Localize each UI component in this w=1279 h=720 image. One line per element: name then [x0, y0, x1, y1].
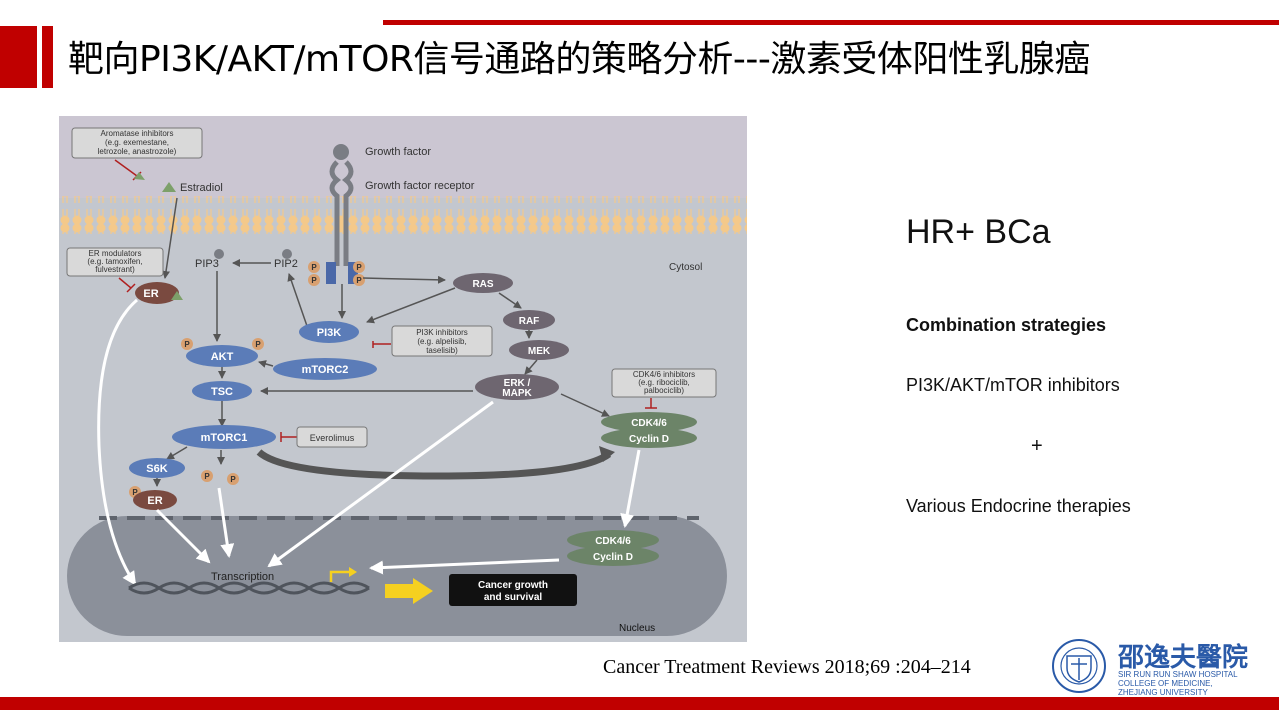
strategy-line-1: PI3K/AKT/mTOR inhibitors	[906, 375, 1120, 395]
tsc-node	[192, 381, 252, 401]
hospital-name-chinese: 邵逸夫醫院	[1118, 643, 1249, 673]
receptor-kinase-left	[326, 262, 336, 284]
everolimus-box	[296, 426, 368, 448]
aromatase-inhibitors-box	[71, 127, 203, 159]
transcription-label: Transcription	[211, 571, 274, 583]
svg-text:CDK4/6 inhibitors: CDK4/6 inhibitors	[633, 370, 695, 379]
svg-text:(e.g. exemestane,: (e.g. exemestane,	[105, 138, 169, 147]
mtorc1-node	[172, 425, 276, 449]
er-nuclear-node	[133, 490, 177, 510]
pi3k-node	[299, 321, 359, 343]
svg-text:Everolimus: Everolimus	[310, 433, 355, 443]
erk-mapk-node	[475, 374, 559, 400]
cdk46-cytosol-node	[601, 412, 697, 432]
pi3k-inhibitors-box	[391, 325, 493, 357]
svg-text:P: P	[204, 472, 210, 481]
citation-text: Cancer Treatment Reviews 2018;69 :204–21…	[603, 656, 971, 678]
hr-bca-heading: HR+ BCa	[906, 213, 1051, 251]
svg-text:mTORC1: mTORC1	[201, 432, 248, 444]
svg-text:RAF: RAF	[519, 316, 540, 327]
cell-membrane	[59, 196, 747, 234]
svg-text:Cancer growth: Cancer growth	[478, 580, 548, 591]
dna-strand-2	[128, 581, 370, 595]
cytosol-label: Cytosol	[669, 262, 702, 273]
cdk46-nuclear-node	[567, 530, 659, 550]
pi3k-pathway-diagram: Growth factor Growth factor receptor P P…	[59, 116, 747, 642]
plus-sign: +	[1031, 435, 1043, 457]
ras-node	[453, 273, 513, 293]
svg-text:RAS: RAS	[472, 279, 493, 290]
svg-text:P: P	[184, 340, 190, 349]
svg-text:taselisib): taselisib)	[426, 346, 458, 355]
mek-node	[509, 340, 569, 360]
er-modulators-box	[66, 247, 164, 277]
svg-text:P: P	[230, 475, 236, 484]
strategy-line-2: Various Endocrine therapies	[906, 496, 1131, 516]
svg-text:ER: ER	[143, 288, 158, 300]
growth-factor-icon	[333, 144, 349, 160]
svg-text:Aromatase inhibitors: Aromatase inhibitors	[101, 129, 174, 138]
svg-text:P: P	[311, 263, 317, 272]
cdk-inhibitors-box	[611, 368, 717, 398]
svg-text:(e.g. alpelisib,: (e.g. alpelisib,	[417, 337, 466, 346]
growth-factor-receptor-label: Growth factor receptor	[365, 180, 475, 192]
receptor-kinase-right	[348, 262, 358, 284]
svg-text:and survival: and survival	[484, 592, 543, 603]
estradiol-icon	[162, 182, 176, 192]
title-accent-block	[0, 26, 37, 88]
combination-strategies-label: Combination strategies	[906, 315, 1107, 335]
svg-text:Cyclin D: Cyclin D	[593, 552, 633, 563]
slide-title: 靶向PI3K/AKT/mTOR信号通路的策略分析---激素受体阳性乳腺癌	[68, 39, 1090, 80]
svg-text:ER modulators: ER modulators	[89, 249, 142, 258]
pip3-label: PIP3	[195, 258, 219, 270]
cyclin-d-nuclear-node	[567, 546, 659, 566]
akt-node	[186, 345, 258, 367]
svg-text:(e.g. ribociclib,: (e.g. ribociclib,	[638, 378, 690, 387]
svg-text:(e.g. tamoxifen,: (e.g. tamoxifen,	[87, 257, 142, 266]
svg-text:P: P	[356, 276, 362, 285]
pip2-label: PIP2	[274, 258, 298, 270]
svg-text:fulvestrant): fulvestrant)	[95, 265, 135, 274]
bottom-rule	[0, 697, 1279, 710]
hospital-seal-logo	[1052, 639, 1106, 693]
svg-text:ERK /: ERK /	[504, 378, 531, 389]
nucleus-label: Nucleus	[619, 623, 655, 634]
svg-text:CDK4/6: CDK4/6	[595, 536, 631, 547]
title-accent-stripe	[42, 26, 53, 88]
er-node	[135, 282, 179, 304]
svg-text:PI3K: PI3K	[317, 327, 342, 339]
svg-text:MAPK: MAPK	[502, 388, 532, 399]
svg-text:mTORC2: mTORC2	[302, 364, 349, 376]
svg-text:P: P	[311, 276, 317, 285]
svg-text:AKT: AKT	[211, 351, 234, 363]
estradiol-label: Estradiol	[180, 182, 223, 194]
svg-text:letrozole, anastrozole): letrozole, anastrozole)	[98, 147, 177, 156]
svg-text:Cyclin D: Cyclin D	[629, 434, 669, 445]
svg-text:PI3K inhibitors: PI3K inhibitors	[416, 328, 468, 337]
cyclin-d-cytosol-node	[601, 428, 697, 448]
cancer-growth-box	[449, 574, 577, 606]
svg-text:CDK4/6: CDK4/6	[631, 418, 667, 429]
hospital-name-english: SIR RUN RUN SHAW HOSPITAL COLLEGE OF MED…	[1118, 670, 1238, 697]
svg-text:S6K: S6K	[146, 463, 167, 475]
title-top-rule	[383, 20, 1279, 25]
svg-text:ER: ER	[147, 495, 162, 507]
svg-text:P: P	[255, 340, 261, 349]
svg-text:TSC: TSC	[211, 386, 233, 398]
svg-text:MEK: MEK	[528, 346, 551, 357]
outcome-arrow	[385, 578, 433, 604]
svg-text:P: P	[356, 263, 362, 272]
s6k-node	[129, 458, 185, 478]
raf-node	[503, 310, 555, 330]
growth-factor-label: Growth factor	[365, 146, 431, 158]
svg-text:P: P	[132, 488, 138, 497]
svg-text:palbociclib): palbociclib)	[644, 386, 684, 395]
mtorc2-node	[273, 358, 377, 380]
